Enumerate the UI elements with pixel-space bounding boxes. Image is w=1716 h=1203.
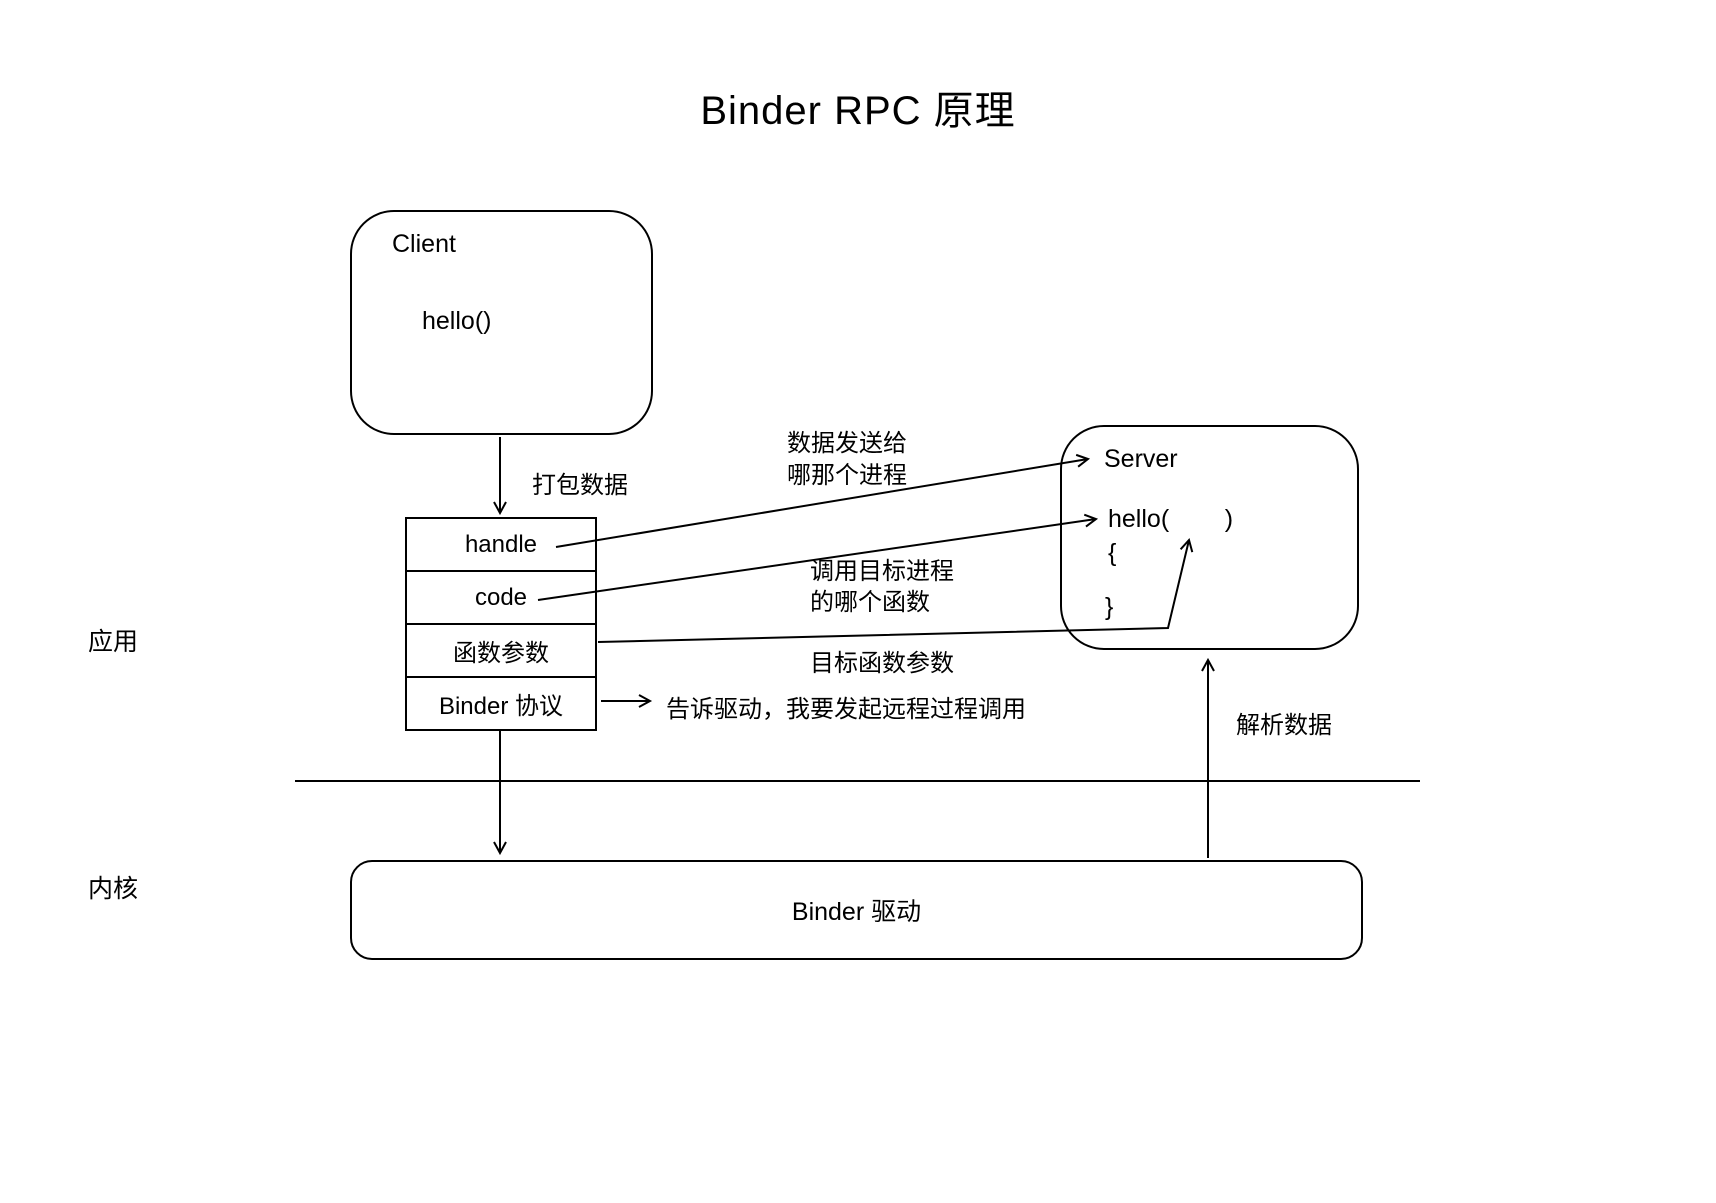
binder-driver-label: Binder 驱动 xyxy=(791,898,922,926)
packet-row-args: 函数参数 xyxy=(407,623,595,676)
note-parse-data: 解析数据 xyxy=(1236,712,1332,739)
diagram-title: Binder RPC 原理 xyxy=(700,89,1016,133)
client-hello-call: hello() xyxy=(422,307,492,335)
note-send-to-line2: 哪那个进程 xyxy=(787,462,907,489)
server-brace-open: { xyxy=(1108,539,1117,567)
server-box-title: Server xyxy=(1104,445,1178,473)
packet-table: handle code 函数参数 Binder 协议 xyxy=(405,517,597,731)
note-call-which-line1: 调用目标进程 xyxy=(810,558,954,585)
layer-label-kernel: 内核 xyxy=(88,875,139,903)
note-tell-driver: 告诉驱动，我要发起远程过程调用 xyxy=(666,696,1026,723)
note-target-args: 目标函数参数 xyxy=(810,650,954,677)
layer-label-app: 应用 xyxy=(88,628,139,656)
note-call-which-line2: 的哪个函数 xyxy=(810,589,930,616)
binder-driver-box: Binder 驱动 xyxy=(350,860,1363,960)
client-box-title: Client xyxy=(392,230,456,258)
server-box: Server hello( ) { } xyxy=(1060,425,1359,650)
packet-row-handle: handle xyxy=(464,530,538,558)
packet-row-code: code xyxy=(407,570,595,623)
note-pack-data: 打包数据 xyxy=(532,472,628,499)
server-hello-fn: hello( ) xyxy=(1108,505,1234,533)
packet-row-protocol: Binder 协议 xyxy=(407,676,595,729)
note-send-to-line1: 数据发送给 xyxy=(787,430,907,457)
server-brace-close: } xyxy=(1105,593,1114,621)
client-box: Client hello() xyxy=(350,210,653,435)
